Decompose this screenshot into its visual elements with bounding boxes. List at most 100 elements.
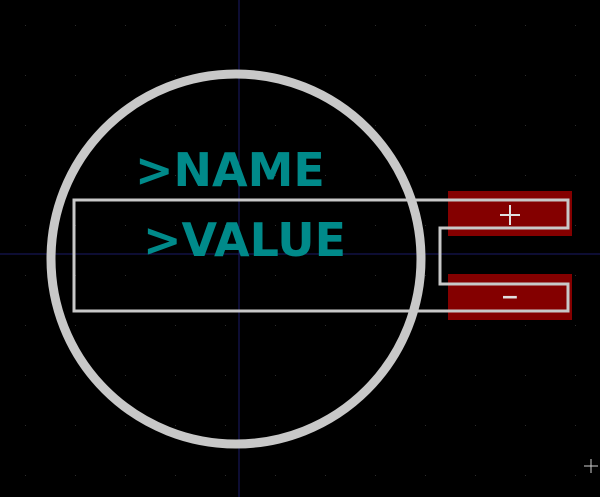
grid-dot xyxy=(175,75,176,76)
pad-negative-label: − xyxy=(501,285,519,310)
grid-dot xyxy=(475,175,476,176)
grid-dot xyxy=(325,75,326,76)
grid-dot xyxy=(275,175,276,176)
grid-dot xyxy=(125,25,126,26)
grid-dot xyxy=(425,275,426,276)
grid-dot xyxy=(175,325,176,326)
grid-dot xyxy=(25,475,26,476)
grid-dot xyxy=(75,375,76,376)
grid-dot xyxy=(25,275,26,276)
grid-dot xyxy=(25,125,26,126)
grid-dot xyxy=(575,225,576,226)
grid-dot xyxy=(75,25,76,26)
grid-dot xyxy=(175,175,176,176)
grid-dot xyxy=(175,275,176,276)
grid-dot xyxy=(525,475,526,476)
grid-dot xyxy=(325,325,326,326)
grid-dot xyxy=(225,25,226,26)
grid-dot xyxy=(75,475,76,476)
grid-dot xyxy=(225,425,226,426)
grid-dot xyxy=(475,125,476,126)
grid-dot xyxy=(75,325,76,326)
grid-dot xyxy=(375,125,376,126)
grid-dot xyxy=(175,125,176,126)
grid-dot xyxy=(25,175,26,176)
grid-dot xyxy=(125,325,126,326)
grid-dot xyxy=(175,25,176,26)
grid-dot xyxy=(525,75,526,76)
grid-dot xyxy=(275,425,276,426)
grid-dot xyxy=(375,75,376,76)
grid-dot xyxy=(375,425,376,426)
grid-dot xyxy=(75,425,76,426)
grid-dot xyxy=(425,475,426,476)
grid-dot xyxy=(425,175,426,176)
grid-dot xyxy=(325,275,326,276)
grid-dot xyxy=(525,175,526,176)
reference-designator-text[interactable]: >NAME xyxy=(135,143,325,197)
grid-dot xyxy=(425,325,426,326)
grid-dot xyxy=(225,125,226,126)
grid-dot xyxy=(125,125,126,126)
grid-dot xyxy=(375,225,376,226)
fab-outline[interactable] xyxy=(72,198,570,313)
grid-dot xyxy=(225,175,226,176)
grid-dot xyxy=(325,125,326,126)
grid-dot xyxy=(275,325,276,326)
plus-marker-icon xyxy=(500,205,520,225)
grid-dot xyxy=(525,425,526,426)
grid-dot xyxy=(25,225,26,226)
crosshair-icon xyxy=(584,459,598,473)
grid-dot xyxy=(275,225,276,226)
grid-dot xyxy=(275,475,276,476)
grid-dot xyxy=(525,325,526,326)
grid-dot xyxy=(125,475,126,476)
grid-dot xyxy=(275,125,276,126)
grid-dot xyxy=(125,175,126,176)
grid-dot xyxy=(225,225,226,226)
grid-dot xyxy=(25,425,26,426)
grid-dot xyxy=(575,75,576,76)
grid-dot xyxy=(225,325,226,326)
grid-dot xyxy=(525,125,526,126)
grid-dot xyxy=(275,375,276,376)
grid-dot xyxy=(125,225,126,226)
grid-dot xyxy=(125,75,126,76)
grid-dot xyxy=(575,125,576,126)
grid-dot xyxy=(125,275,126,276)
body-outline-circle[interactable] xyxy=(46,69,426,449)
grid-dot xyxy=(475,25,476,26)
grid-dot xyxy=(425,425,426,426)
grid-dot xyxy=(575,25,576,26)
grid-dot xyxy=(25,375,26,376)
grid-dot xyxy=(175,425,176,426)
grid-dot xyxy=(75,75,76,76)
grid-dot xyxy=(425,75,426,76)
grid-dot xyxy=(425,225,426,226)
grid-dot xyxy=(575,275,576,276)
grid-dot xyxy=(575,325,576,326)
grid-dot xyxy=(125,425,126,426)
grid-dot xyxy=(575,175,576,176)
grid-dot xyxy=(575,375,576,376)
grid-dot xyxy=(525,25,526,26)
grid-dot xyxy=(375,25,376,26)
grid-dot xyxy=(425,25,426,26)
grid-dot xyxy=(475,75,476,76)
grid-dot xyxy=(325,225,326,226)
grid-dot xyxy=(25,75,26,76)
grid-dot xyxy=(75,125,76,126)
grid-dot xyxy=(175,475,176,476)
grid-dot xyxy=(175,375,176,376)
grid-dot xyxy=(375,175,376,176)
grid-dot xyxy=(225,375,226,376)
grid-dot xyxy=(275,275,276,276)
grid-dot xyxy=(325,175,326,176)
value-text[interactable]: >VALUE xyxy=(143,213,346,267)
grid-dot xyxy=(325,375,326,376)
grid-dot xyxy=(425,375,426,376)
grid-dot xyxy=(125,375,126,376)
grid-dot xyxy=(25,25,26,26)
grid-dot xyxy=(475,375,476,376)
